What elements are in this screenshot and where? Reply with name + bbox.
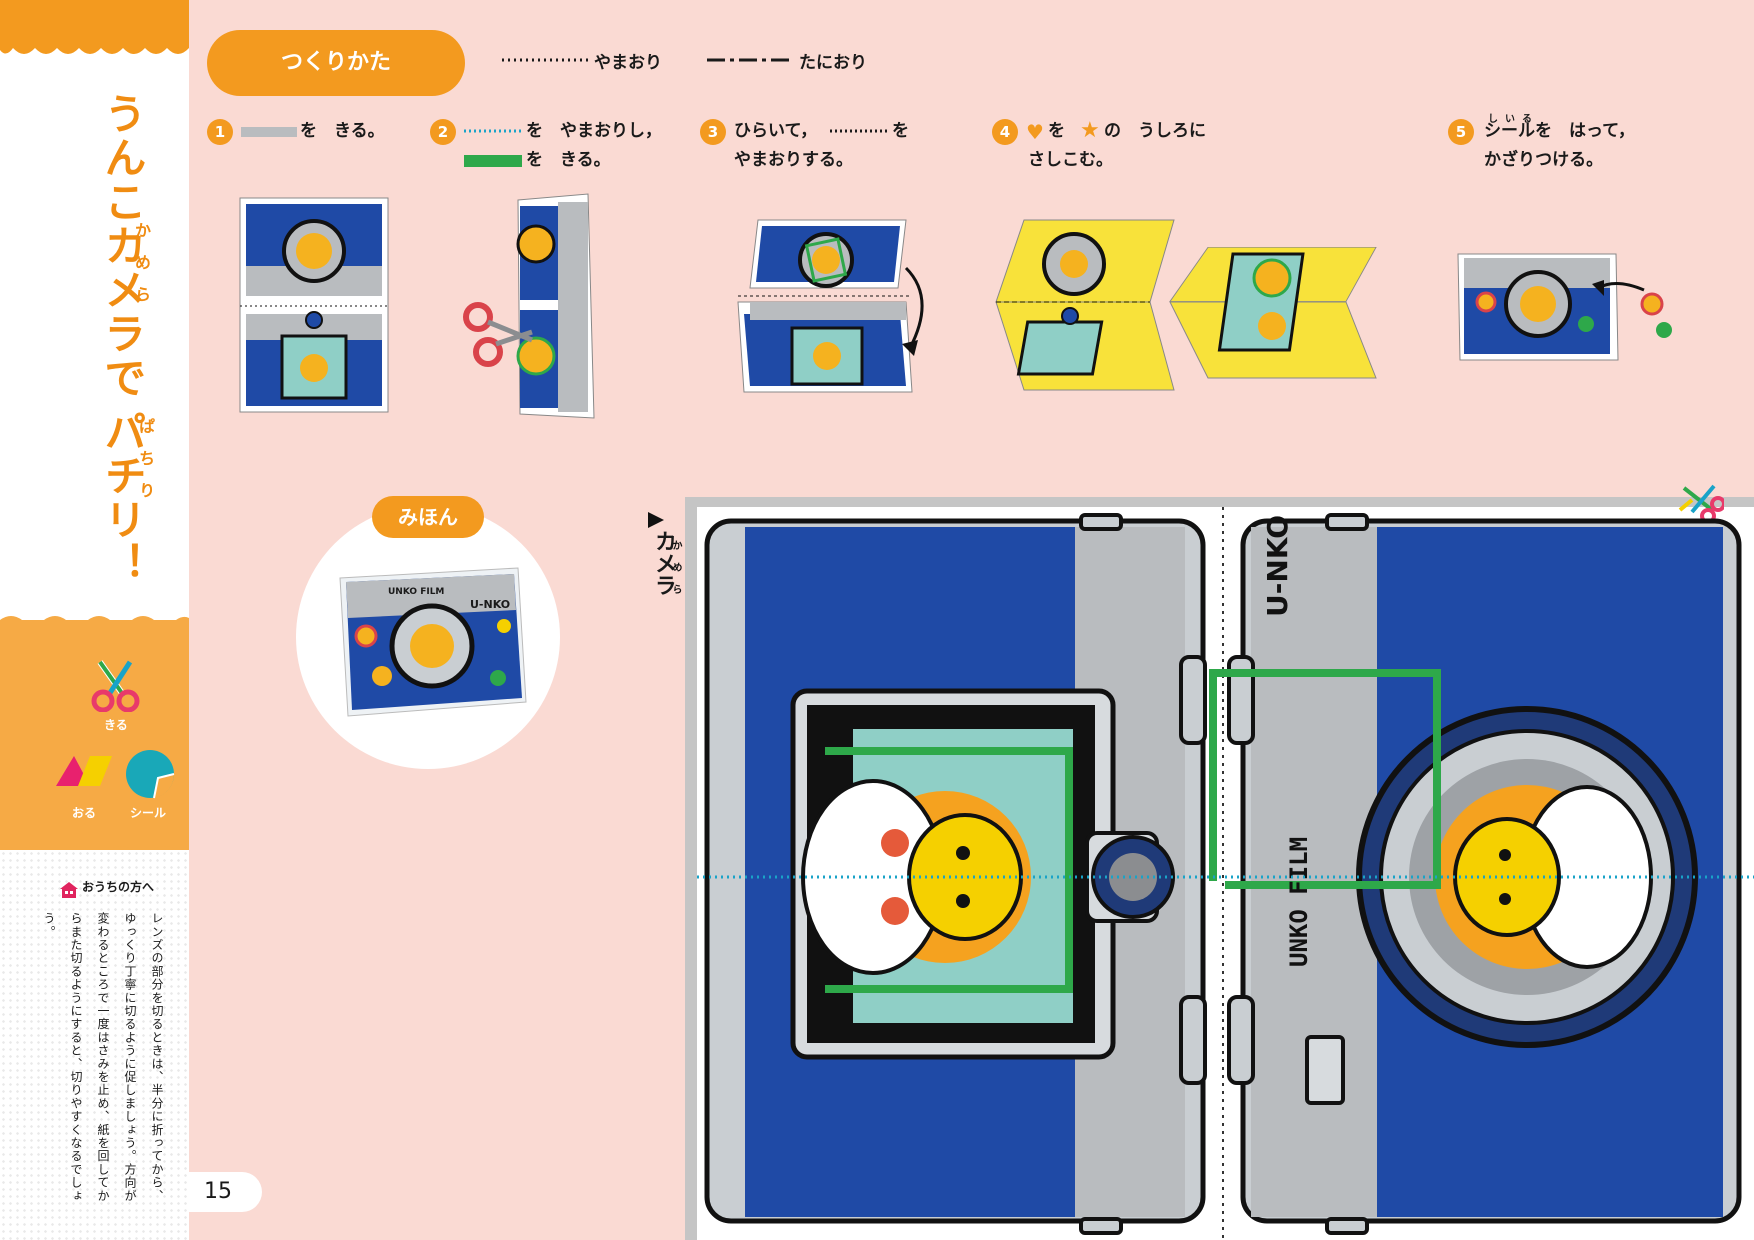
- activity-icons-band: [0, 620, 189, 850]
- step-3-illustration: [737, 219, 924, 393]
- mountain-fold-line-icon: [502, 58, 588, 62]
- step-3-number: 3: [700, 119, 726, 145]
- fold-icon: [56, 756, 112, 786]
- step-1-number: 1: [207, 119, 233, 145]
- step-3-text-2: やまおりする。: [734, 150, 853, 170]
- cutout-label-ruby: かめら: [670, 540, 681, 606]
- step-1-illustration: [239, 197, 389, 413]
- mountain-fold-line-icon: [464, 129, 524, 133]
- star-icon: ★: [1080, 118, 1100, 143]
- step-4-text-1b: の うしろに: [1104, 121, 1206, 141]
- title-ruby-1: かめら: [132, 222, 151, 318]
- mountain-fold-line-icon: [830, 129, 890, 133]
- step-4-number: 4: [992, 119, 1018, 145]
- step-3-text-1b: を: [892, 121, 909, 141]
- cutout-label: カメラ: [651, 530, 676, 596]
- step-5-illustration: [1457, 253, 1672, 361]
- step-2-number: 2: [430, 119, 456, 145]
- step-2-text-2: を きる。: [526, 150, 611, 170]
- cutout-film-text: UNKO FILM: [1285, 837, 1313, 967]
- notes-panel: [0, 850, 189, 1240]
- step-5-text-1: シールを はって，: [1484, 121, 1635, 141]
- step-5-number: 5: [1448, 119, 1474, 145]
- step-1-text: を きる。: [300, 121, 385, 141]
- step-3-text-1: ひらいて，: [734, 121, 818, 141]
- sample-brand-text: U-NKO: [470, 598, 510, 611]
- step-2-text-1: を やまおりし，: [526, 121, 662, 141]
- valley-fold-line-icon: [707, 58, 793, 62]
- fold-label: おる: [72, 806, 97, 820]
- green-cut-line-icon: [464, 155, 522, 167]
- scissors-icon: [91, 660, 140, 712]
- legend-mountain-fold: やまおり: [594, 53, 662, 73]
- page-title-part1: うんこカメラで: [98, 92, 147, 400]
- cut-line-icon: [241, 127, 297, 137]
- title-ruby-2: ぱちり: [136, 418, 155, 514]
- heart-icon: ♥: [1026, 120, 1044, 144]
- step-4-illustration: [995, 219, 1377, 391]
- sticker-icon: [126, 750, 175, 799]
- step-5-text-2: かざりつける。: [1484, 150, 1604, 170]
- page-title-part2: パチリ！: [98, 410, 147, 586]
- step-4-text-2: さしこむ。: [1028, 150, 1113, 170]
- step-2-illustration: [463, 193, 595, 419]
- page-number: 15: [188, 1172, 262, 1212]
- legend-valley-fold: たにおり: [799, 53, 867, 73]
- sticker-label: シール: [130, 806, 167, 820]
- camera-cutout-illustration: U-NKO UNKO FILM: [697, 507, 1754, 1240]
- step-5-ruby: しいる: [1488, 114, 1539, 125]
- sample-label: みほん: [372, 496, 484, 538]
- sample-camera-photo: UNKO FILM U-NKO: [339, 567, 527, 717]
- instructions-pill: つくりかた: [207, 30, 465, 96]
- scissors-label: きる: [104, 718, 128, 732]
- wave-decoration: [0, 40, 189, 54]
- triangle-marker-icon: [648, 512, 664, 528]
- sample-film-text: UNKO FILM: [388, 587, 444, 597]
- cutout-brand-text: U-NKO: [1261, 515, 1294, 617]
- house-icon: [60, 882, 78, 898]
- scissors-icon: [463, 302, 533, 367]
- step-4-text-1a: を: [1048, 121, 1065, 141]
- notes-body: レンズの部分を切るときは、半分に折ってから、ゆっくり丁寧に切るように促しましょう…: [42, 912, 164, 1203]
- notes-title: おうちの方へ: [82, 880, 155, 894]
